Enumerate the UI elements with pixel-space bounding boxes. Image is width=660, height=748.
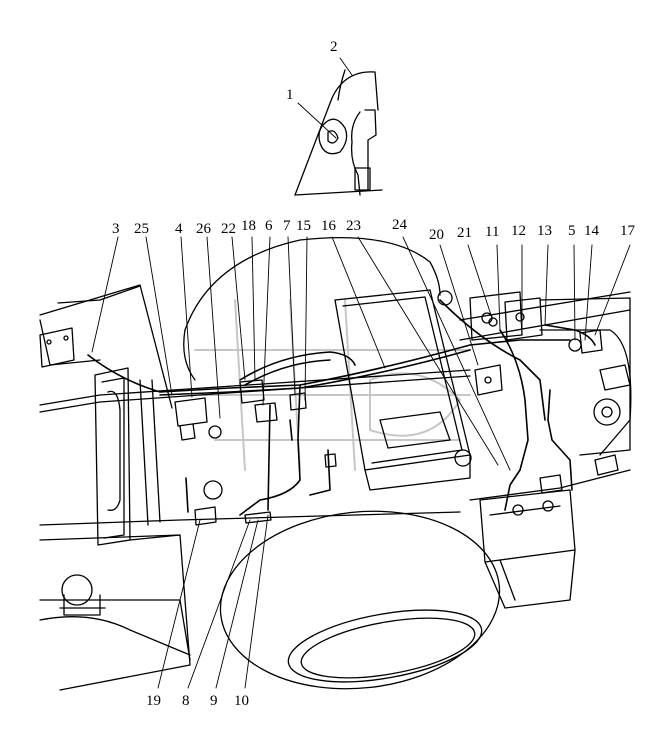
callout-26: 26	[196, 221, 211, 237]
watermark	[194, 299, 471, 471]
callout-20: 20	[429, 227, 444, 243]
callout-6: 6	[265, 218, 273, 234]
battery-box	[479, 489, 576, 609]
callout-24: 24	[392, 217, 407, 233]
fender-bracket	[39, 574, 191, 661]
callout-13: 13	[537, 223, 552, 239]
callout-4: 4	[175, 221, 183, 237]
callout-10: 10	[234, 693, 249, 709]
leader-lines	[91, 57, 631, 689]
callout-3: 3	[112, 221, 120, 237]
callout-16: 16	[321, 218, 336, 234]
callout-5: 5	[568, 223, 576, 239]
callout-12: 12	[511, 223, 526, 239]
callout-17: 17	[620, 223, 635, 239]
callout-14: 14	[584, 223, 599, 239]
right-chassis-rail	[459, 291, 632, 501]
callout-21: 21	[457, 225, 472, 241]
callout-23: 23	[346, 218, 361, 234]
callout-18: 18	[241, 218, 256, 234]
callout-1: 1	[286, 87, 294, 103]
left-chassis-rail	[39, 284, 471, 541]
tire	[219, 510, 501, 690]
callout-7: 7	[283, 218, 291, 234]
harness-components	[174, 317, 603, 526]
callout-9: 9	[210, 693, 218, 709]
inset-detail	[294, 69, 383, 196]
callout-8: 8	[182, 693, 190, 709]
frame-post	[59, 367, 191, 691]
callout-22: 22	[221, 221, 236, 237]
callout-2: 2	[330, 39, 338, 55]
harness-main	[87, 299, 596, 516]
callout-25: 25	[134, 221, 149, 237]
callout-15: 15	[296, 218, 311, 234]
callout-11: 11	[485, 224, 500, 240]
callout-19: 19	[146, 693, 161, 709]
background-oval	[183, 236, 441, 381]
